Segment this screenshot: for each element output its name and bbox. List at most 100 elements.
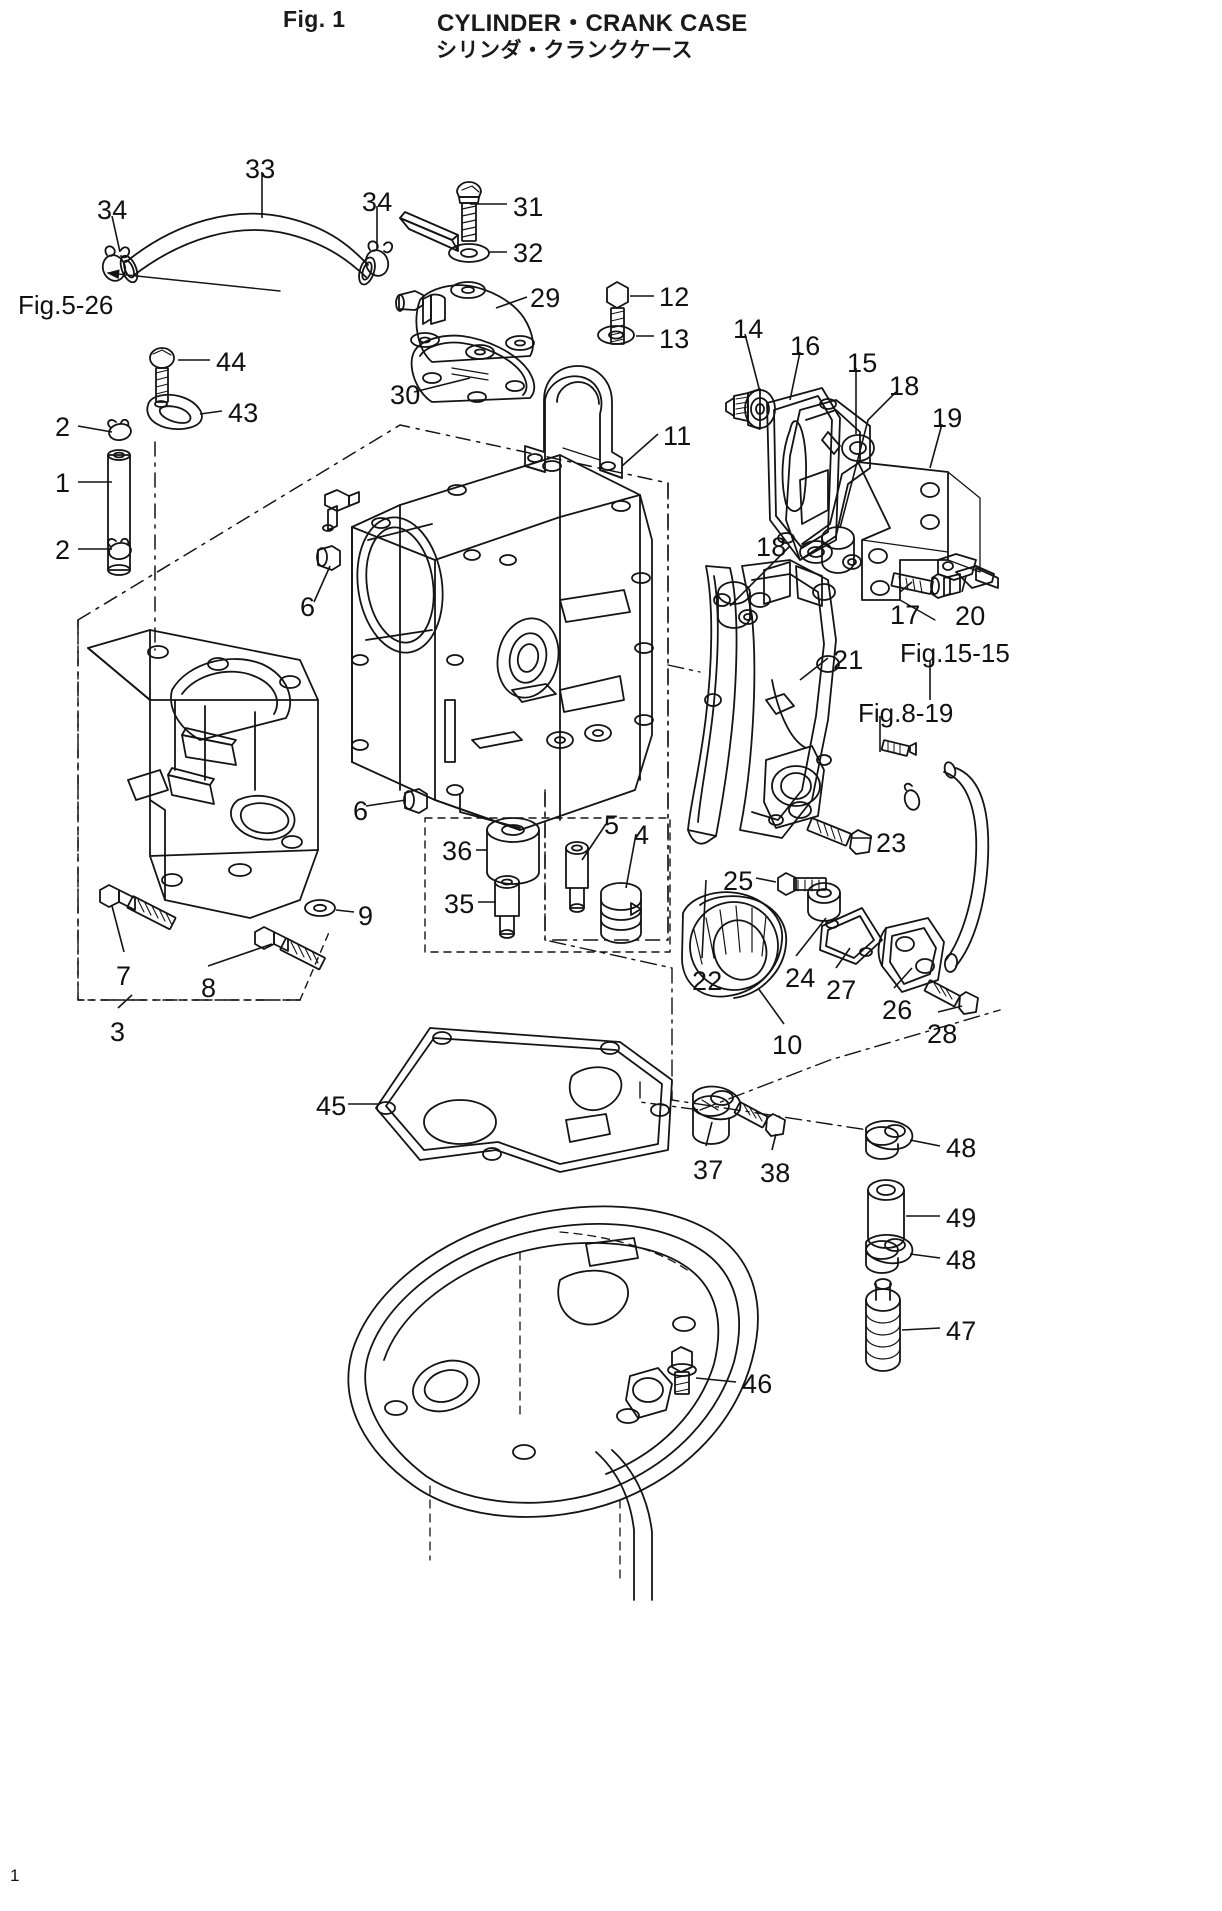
part-34-clip-left: [101, 245, 131, 282]
callout-25: 25: [723, 866, 754, 896]
part-26-bracket: [877, 917, 945, 993]
callout-9: 9: [358, 901, 374, 931]
callout-26: 26: [882, 995, 913, 1025]
part-27-gasket: [819, 907, 883, 965]
ref-fig-8-19: Fig.8-19: [858, 698, 954, 728]
part-32-bar: [399, 211, 459, 252]
figure-number: Fig. 1: [283, 6, 346, 32]
part-2-clip-top: [107, 418, 132, 442]
part-9-washer: [304, 899, 336, 917]
part-18-bushing-lower: [821, 526, 862, 574]
callout-23: 23: [876, 828, 907, 858]
part-13-washer: [597, 325, 635, 345]
callout-27: 27: [826, 975, 857, 1005]
part-6-plug-lower: [403, 788, 428, 814]
callout-1: 1: [55, 468, 71, 498]
part-46-drain-bolt: [667, 1346, 697, 1395]
callout-12: 12: [659, 282, 690, 312]
part-48-clamp-lower: [865, 1234, 914, 1274]
callout-48b: 48: [946, 1245, 977, 1275]
part-36-spacer: [486, 817, 540, 885]
callout-44: 44: [216, 347, 247, 377]
part-oil-pan: [347, 1205, 759, 1601]
title-japanese: シリンダ・クランクケース: [436, 39, 693, 62]
part-5-relief-valve: [565, 841, 589, 913]
callout-46: 46: [742, 1369, 773, 1399]
part-31-screw: [456, 181, 482, 242]
callout-45: 45: [316, 1091, 347, 1121]
part-clip-fig819: [903, 782, 921, 811]
leader-lines: [77, 172, 967, 1383]
part-45-gasket: [375, 1027, 673, 1173]
callout-18a: 18: [889, 371, 920, 401]
group-3-dashed-box: [77, 619, 331, 1001]
callout-21: 21: [833, 645, 864, 675]
callout-38: 38: [760, 1158, 791, 1188]
callout-34a: 34: [97, 195, 128, 225]
part-43-clamp: [146, 393, 203, 430]
callout-29: 29: [530, 283, 561, 313]
title-english: CYLINDER・CRANK CASE: [437, 10, 748, 37]
part-19-mount-bracket: [857, 461, 981, 621]
callout-15: 15: [847, 348, 878, 378]
page-number: 1: [10, 1866, 20, 1885]
callout-2b: 2: [55, 535, 71, 565]
ref-fig-15-15: Fig.15-15: [900, 638, 1010, 668]
part-12-bolt: [606, 281, 629, 345]
part-8-bolt: [254, 926, 326, 971]
part-44-screw: [149, 347, 175, 403]
part-23-bolt: [806, 817, 872, 855]
leader-fig-5-26: [106, 269, 281, 292]
part-4-spring-bolt: [600, 882, 642, 944]
part-37-clamp: [692, 1085, 742, 1145]
part-small-screw-fig819: [880, 739, 917, 757]
part-29-cover: [395, 281, 535, 363]
callout-17: 17: [890, 600, 921, 630]
callout-13: 13: [659, 324, 690, 354]
callout-6b: 6: [353, 796, 369, 826]
callout-11: 11: [663, 421, 692, 451]
part-35-oil-jet: [494, 875, 520, 939]
callout-3: 3: [110, 1017, 126, 1047]
part-28-bolt: [923, 979, 979, 1015]
group-35-36-box: [424, 817, 671, 953]
callout-49: 49: [946, 1203, 977, 1233]
part-20-connector: [937, 553, 999, 597]
part-elbow-fitting: [322, 489, 360, 532]
part-7-bolt: [99, 884, 177, 930]
part-6-plug-upper: [316, 545, 341, 571]
part-10-oil-filter: [681, 891, 788, 999]
callout-24: 24: [785, 963, 816, 993]
callout-7: 7: [116, 961, 132, 991]
callout-6a: 6: [300, 592, 316, 622]
callout-4: 4: [634, 820, 650, 850]
callout-33: 33: [245, 154, 276, 184]
callout-2a: 2: [55, 412, 71, 442]
part-22-gasket: [687, 565, 738, 845]
part-47-filter: [865, 1278, 901, 1372]
callout-16: 16: [790, 331, 821, 361]
part-30-gasket: [410, 334, 536, 403]
callout-43: 43: [228, 398, 259, 428]
part-24-spacer: [807, 882, 841, 922]
part-48-clamp-upper: [865, 1120, 914, 1160]
callout-28: 28: [927, 1019, 958, 1049]
callout-37: 37: [693, 1155, 724, 1185]
callout-35: 35: [444, 889, 475, 919]
part-1-pin: [107, 449, 131, 576]
callout-47: 47: [946, 1316, 977, 1346]
callout-19: 19: [932, 403, 963, 433]
part-25-bolt: [777, 872, 827, 896]
ref-fig-5-26: Fig.5-26: [18, 290, 114, 320]
part-3-cylinder-head: [87, 629, 319, 919]
callout-20: 20: [955, 601, 986, 631]
part-11-bracket: [524, 365, 623, 479]
callout-22: 22: [692, 966, 723, 996]
page-header: Fig. 1 CYLINDER・CRANK CASE シリンダ・クランクケース: [0, 0, 1222, 74]
callout-8: 8: [201, 973, 217, 1003]
part-2-clip-bottom: [107, 537, 132, 561]
part-38-bolt: [733, 1101, 786, 1137]
part-hose-right: [943, 761, 990, 973]
part-18-bushing-upper: [717, 581, 758, 629]
